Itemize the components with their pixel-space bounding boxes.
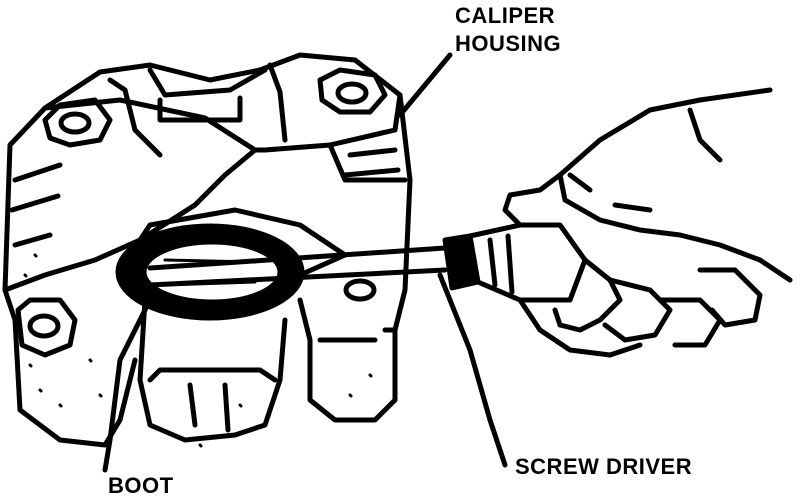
- boot-seal: [115, 223, 305, 321]
- caliper-housing-label-line1: CALIPER: [455, 3, 556, 28]
- screw-driver-leader-line: [437, 272, 508, 468]
- caliper-housing-label-line2: HOUSING: [455, 31, 562, 56]
- boot-leader-line: [102, 297, 153, 473]
- screw-driver-label: SCREW DRIVER: [515, 454, 693, 479]
- caliper-housing-leader-line: [397, 52, 453, 118]
- boot-label: BOOT: [108, 473, 174, 498]
- hand: [502, 87, 793, 358]
